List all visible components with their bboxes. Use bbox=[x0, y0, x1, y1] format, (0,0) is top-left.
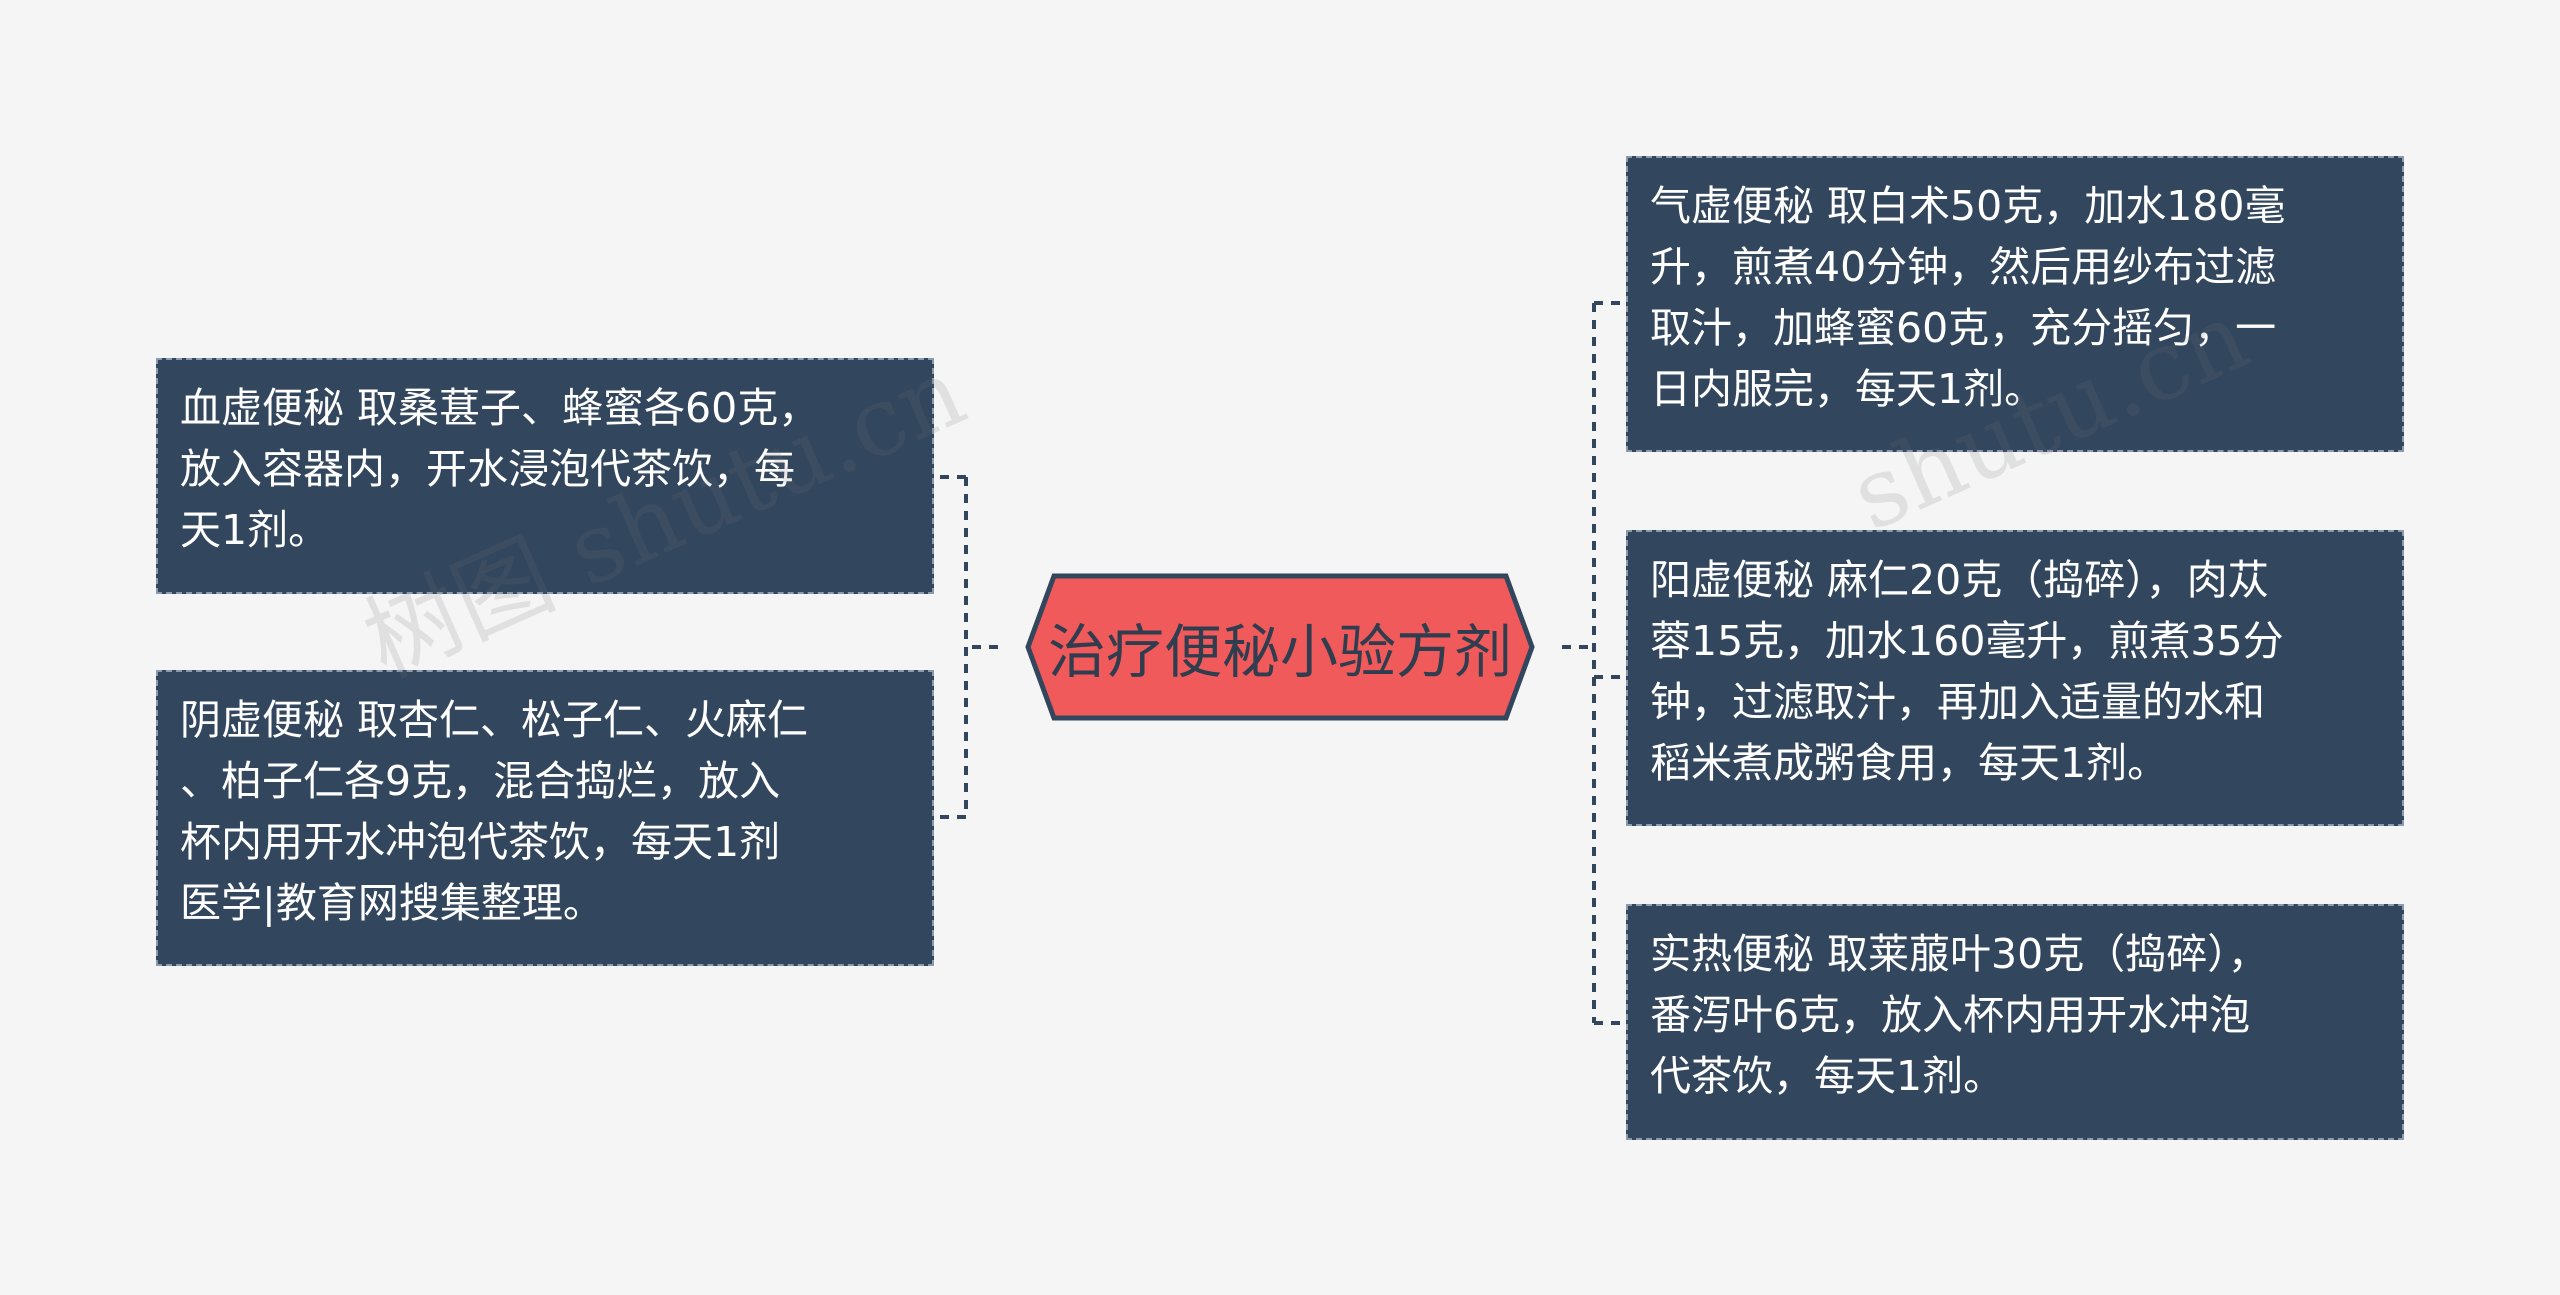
right-node-yang-deficiency[interactable]: 阳虚便秘 麻仁20克（捣碎），肉苁 蓉15克，加水160毫升，煎煮35分 钟，过… bbox=[1626, 530, 2404, 826]
left-node-blood-deficiency[interactable]: 血虚便秘 取桑葚子、蜂蜜各60克， 放入容器内，开水浸泡代茶饮，每 天1剂。 bbox=[156, 358, 934, 594]
right-node-excess-heat[interactable]: 实热便秘 取莱菔叶30克（捣碎）， 番泻叶6克，放入杯内用开水冲泡 代茶饮，每天… bbox=[1626, 904, 2404, 1140]
right-node-qi-deficiency[interactable]: 气虚便秘 取白术50克，加水180毫 升，煎煮40分钟，然后用纱布过滤 取汁，加… bbox=[1626, 156, 2404, 452]
center-hexagon-shape bbox=[1025, 573, 1535, 721]
left-node-yin-deficiency[interactable]: 阴虚便秘 取杏仁、松子仁、火麻仁 、柏子仁各9克，混合捣烂，放入 杯内用开水冲泡… bbox=[156, 670, 934, 966]
center-topic-label: 治疗便秘小验方剂 bbox=[1047, 618, 1512, 686]
center-topic[interactable]: 治疗便秘小验方剂 bbox=[998, 573, 1562, 721]
